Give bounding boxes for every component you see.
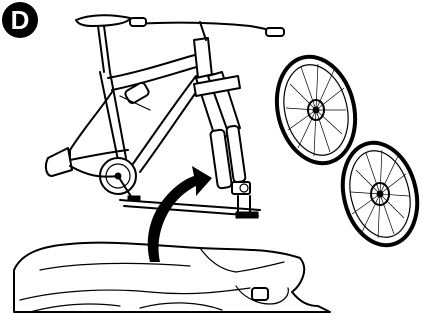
bicycle-frame-icon <box>46 15 284 218</box>
transport-bag-icon <box>14 243 330 312</box>
